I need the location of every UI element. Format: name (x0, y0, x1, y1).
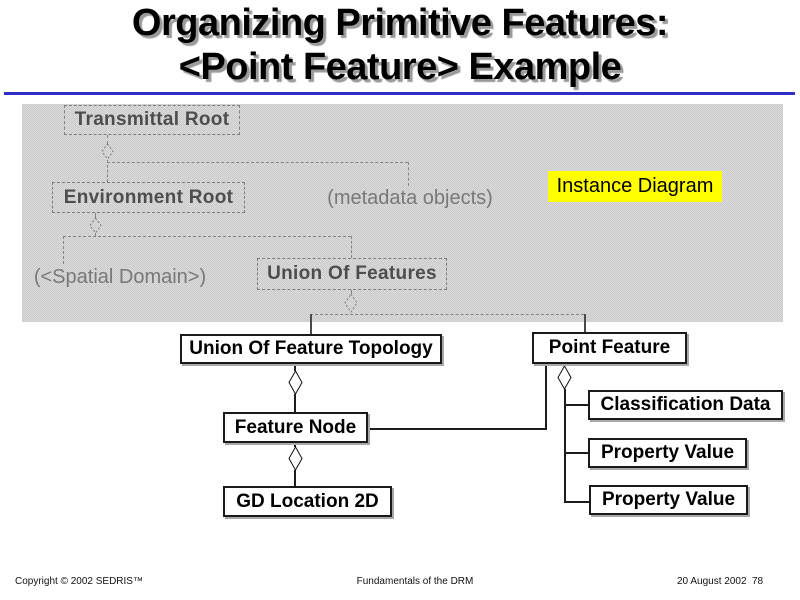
connector-line (584, 314, 586, 333)
connector-line (107, 162, 408, 163)
connector-line (95, 233, 96, 237)
aggregation-diamond-icon (89, 217, 102, 234)
aggregation-diamond-icon (557, 365, 572, 390)
footer-copyright: Copyright © 2002 SEDRIS™ (15, 576, 143, 587)
aggregation-diamond-icon (344, 293, 358, 313)
node-gd-location-2d: GD Location 2D (223, 486, 392, 517)
node-property-value-2: Property Value (589, 485, 748, 515)
connector-line (107, 135, 108, 144)
connector-line (351, 236, 352, 258)
node-feature-node: Feature Node (223, 412, 368, 443)
connector-line (564, 452, 588, 454)
connector-line (545, 364, 547, 430)
title-divider-rule (4, 92, 795, 95)
aggregation-diamond-icon (101, 143, 114, 160)
connector-line (294, 443, 296, 447)
node-union-of-feature-topology: Union Of Feature Topology (180, 334, 442, 364)
footer-course-title: Fundamentals of the DRM (356, 576, 474, 587)
footer-date: 20 August 2002 (677, 576, 747, 587)
aggregation-diamond-icon (288, 446, 303, 471)
connector-line (63, 236, 351, 237)
connector-line (564, 389, 566, 503)
connector-line (294, 394, 296, 412)
annotation-spatial-domain: (<Spatial Domain>) (33, 266, 207, 288)
connector-line (107, 160, 108, 182)
instance-panel-background (22, 104, 783, 322)
node-union-of-features: Union Of Features (257, 258, 447, 290)
connector-line (310, 314, 584, 315)
node-point-feature: Point Feature (532, 332, 687, 364)
annotation-metadata-objects: (metadata objects) (327, 187, 493, 209)
connector-line (63, 236, 64, 264)
connector-line (564, 404, 588, 406)
node-classification-data: Classification Data (588, 390, 783, 420)
connector-line (408, 162, 409, 186)
node-transmittal-root: Transmittal Root (64, 105, 240, 135)
connector-line (310, 314, 312, 335)
node-environment-root: Environment Root (52, 182, 245, 213)
connector-line (564, 501, 589, 503)
connector-line (368, 428, 546, 430)
node-property-value-1: Property Value (588, 438, 747, 468)
aggregation-diamond-icon (288, 370, 303, 395)
connector-line (294, 363, 296, 371)
connector-line (95, 213, 96, 218)
connector-line (294, 470, 296, 486)
connector-line (351, 290, 352, 294)
footer-page-number: 78 (752, 576, 764, 587)
slide-title-line2: <Point Feature> Example (178, 46, 622, 88)
instance-diagram-badge: Instance Diagram (548, 171, 722, 202)
slide-title-line1: Organizing Primitive Features: (131, 2, 669, 44)
